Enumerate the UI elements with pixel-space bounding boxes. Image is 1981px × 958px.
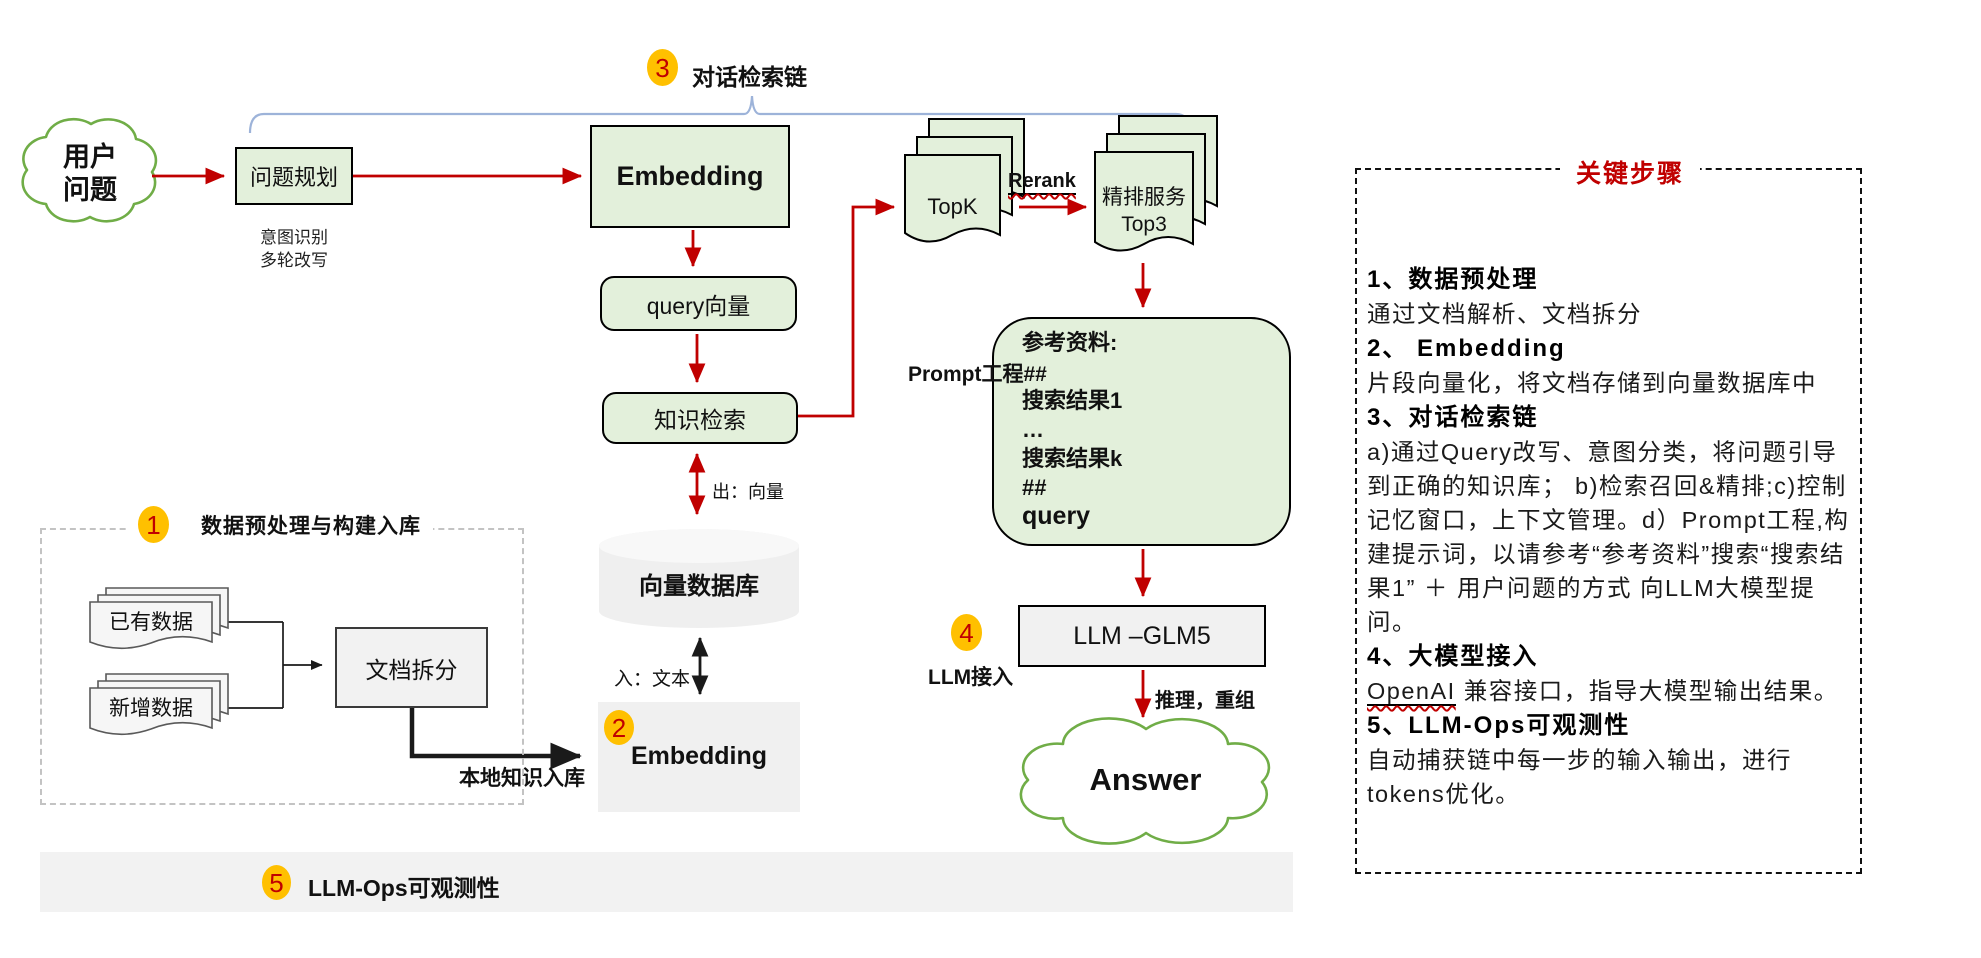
embedding-top-box: Embedding [590, 125, 790, 228]
key-step: 1、数据预处理 通过文档解析、文档拆分 [1367, 262, 1853, 331]
existing-data-label: 已有数据 [109, 611, 193, 634]
embedding-bottom-label: Embedding [630, 742, 768, 770]
key-step-body: OpenAI 兼容接口，指导大模型输出结果。 [1367, 674, 1853, 708]
prompt-line: 参考资料: [1022, 330, 1118, 355]
preprocess-badge: 1 [138, 506, 169, 543]
key-step-heading: 5、LLM-Ops可观测性 [1367, 712, 1631, 739]
query-vector-box: query向量 [600, 276, 797, 331]
key-step-heading: 2、 Embedding [1367, 335, 1566, 362]
topk-label: TopK [927, 194, 978, 219]
existing-data-stack [89, 587, 229, 650]
question-planning-box: 问题规划 [235, 147, 353, 205]
key-step-body: 通过文档解析、文档拆分 [1367, 301, 1642, 327]
llmops-label: LLM-Ops可观测性 [308, 875, 500, 901]
prompt-line: 搜索结果1 [1022, 388, 1123, 413]
prompt-engineering-label: Prompt工程## [908, 363, 1047, 386]
user-cloud-icon [21, 117, 158, 223]
llmops-bar: 5 LLM-Ops可观测性 [40, 852, 1293, 912]
prompt-line: 搜索结果k [1022, 446, 1123, 471]
prompt-line [1022, 357, 1272, 386]
rerank-label: Rerank [1008, 170, 1076, 195]
llm-badge: 4 [951, 614, 982, 651]
llm-note-label: LLM接入 [928, 666, 1014, 689]
key-step: 4、大模型接入 OpenAI 兼容接口，指导大模型输出结果。 [1367, 639, 1853, 708]
key-steps-title: 关键步骤 [1560, 154, 1701, 190]
new-data-label: 新增数据 [109, 697, 193, 720]
embedding-bottom-box: 2 Embedding [598, 702, 800, 812]
llm-box: LLM –GLM5 [1018, 605, 1266, 667]
key-step-body: 自动捕获链中每一步的输入输出，进行tokens优化。 [1367, 747, 1792, 807]
top3-label: 精排服务 Top3 [1102, 186, 1186, 236]
vector-db-label: 向量数据库 [639, 573, 759, 600]
prompt-box-lines: 参考资料: 搜索结果1 … 搜索结果k ## query [1022, 328, 1272, 531]
topk-doc-stack [904, 118, 1025, 243]
answer-cloud-icon [1019, 717, 1271, 845]
openai-link-text: OpenAI [1367, 678, 1456, 706]
doc-split-box: 文档拆分 [335, 627, 488, 708]
llmops-badge: 5 [262, 865, 291, 900]
in-text-label: 入：文本 [613, 669, 690, 690]
answer-cloud-label: Answer [1089, 762, 1202, 797]
preprocess-title: 数据预处理与构建入库 [201, 514, 421, 538]
new-data-stack [89, 673, 229, 736]
planning-note: 意图识别 多轮改写 [260, 228, 328, 270]
prompt-line-query: query [1022, 502, 1091, 530]
prompt-line: … [1022, 417, 1044, 442]
knowledge-search-box: 知识检索 [602, 392, 798, 444]
out-vector-label: 出：向量 [712, 482, 784, 502]
key-steps-list: 1、数据预处理 通过文档解析、文档拆分 2、 Embedding 片段向量化，将… [1367, 262, 1853, 811]
key-step-heading: 3、对话检索链 [1367, 404, 1539, 431]
key-step: 2、 Embedding 片段向量化，将文档存储到向量数据库中 [1367, 331, 1853, 400]
preprocess-header: 1 数据预处理与构建入库 [126, 506, 433, 543]
key-step-heading: 1、数据预处理 [1367, 266, 1539, 293]
key-step-heading: 4、大模型接入 [1367, 643, 1539, 670]
prompt-box [992, 317, 1291, 546]
key-step-body: a)通过Query改写、意图分类，将问题引导到正确的知识库； b)检索召回&精排… [1367, 439, 1850, 635]
key-step: 3、对话检索链 a)通过Query改写、意图分类，将问题引导到正确的知识库； b… [1367, 400, 1853, 639]
infer-label: 推理，重组 [1155, 690, 1255, 712]
user-cloud-label: 用户 问题 [63, 142, 117, 205]
key-step: 5、LLM-Ops可观测性 自动捕获链中每一步的输入输出，进行tokens优化。 [1367, 708, 1853, 811]
chain-title: 对话检索链 [692, 64, 807, 90]
key-step-body-text: 兼容接口，指导大模型输出结果。 [1455, 678, 1839, 704]
arrow-search-to-topk [798, 198, 896, 418]
embedding-badge: 2 [604, 710, 634, 745]
arrow-local-ingest [409, 708, 582, 770]
vector-db-cylinder [599, 529, 799, 628]
top3-doc-stack [1094, 115, 1218, 252]
key-step-body: 片段向量化，将文档存储到向量数据库中 [1367, 370, 1817, 396]
chain-badge: 3 [647, 49, 678, 86]
prompt-line: ## [1022, 475, 1047, 500]
